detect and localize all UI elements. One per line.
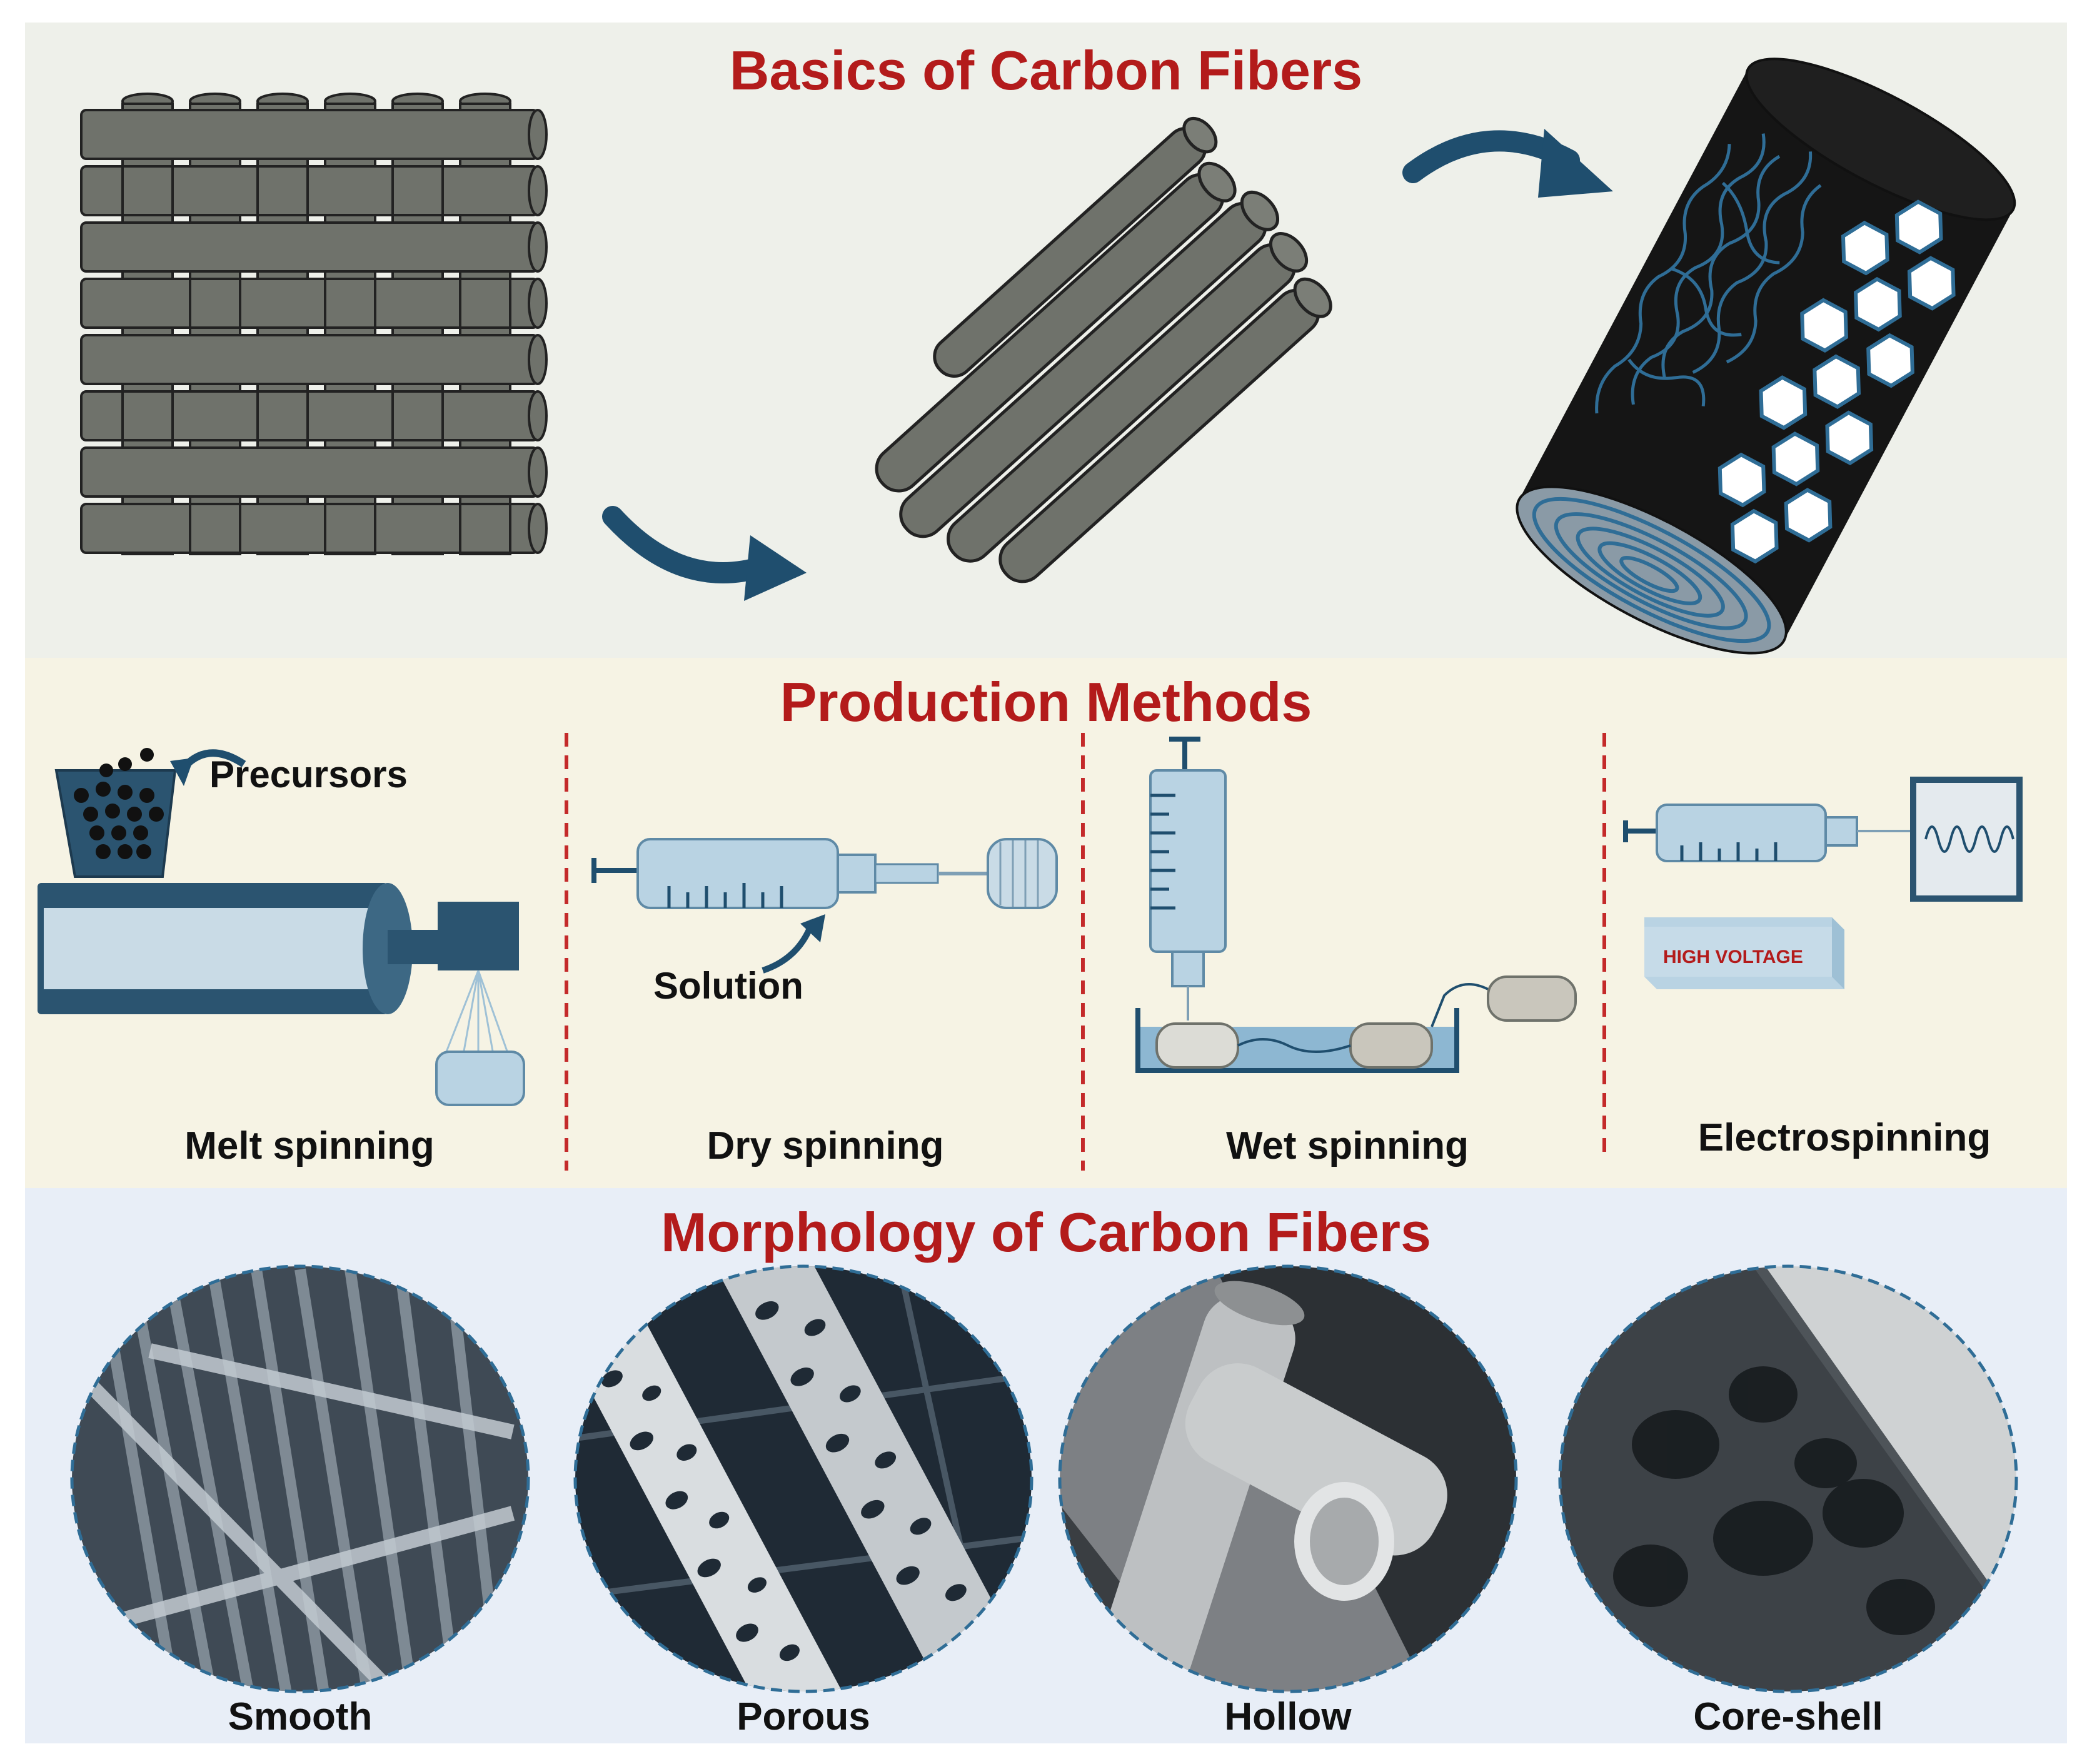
smooth-micrograph	[72, 1266, 528, 1691]
basics-title: Basics of Carbon Fibers	[729, 39, 1363, 101]
morph-label-core-shell: Core-shell	[1693, 1695, 1883, 1738]
high-voltage-label: HIGH VOLTAGE	[1663, 947, 1803, 967]
morph-label-hollow: Hollow	[1224, 1695, 1352, 1738]
method-label-melt: Melt spinning	[184, 1124, 435, 1167]
precursors-label: Precursors	[209, 753, 408, 795]
production-panel: Production Methods	[25, 658, 2067, 1188]
hollow-micrograph	[1060, 1266, 1516, 1691]
core-shell-micrograph	[1560, 1266, 2016, 1691]
divider-lines	[565, 733, 1606, 1171]
morphology-micrographs	[70, 1264, 2018, 1693]
carbon-fiber-structure-illustration	[1516, 58, 2016, 655]
electrospinning-apparatus	[1623, 777, 2023, 989]
method-label-wet: Wet spinning	[1225, 1124, 1469, 1167]
method-label-electro: Electrospinning	[1697, 1116, 1991, 1159]
process-arrow-2	[1402, 129, 1613, 198]
morphology-panel: Morphology of Carbon Fibers	[25, 1188, 2067, 1743]
production-title: Production Methods	[780, 671, 1312, 733]
morph-label-porous: Porous	[737, 1695, 870, 1738]
porous-micrograph	[575, 1266, 1032, 1691]
morph-label-smooth: Smooth	[228, 1695, 373, 1738]
solution-label: Solution	[653, 965, 803, 1007]
melt-spinning-apparatus	[38, 748, 525, 1106]
morphology-title: Morphology of Carbon Fibers	[661, 1201, 1431, 1263]
method-label-dry: Dry spinning	[707, 1124, 944, 1167]
basics-panel: Basics of Carbon Fibers	[25, 23, 2067, 658]
dry-spinning-apparatus	[591, 838, 1058, 974]
fiber-bundle-illustration	[875, 116, 1332, 583]
wet-spinning-apparatus	[1135, 737, 1577, 1073]
woven-fabric-illustration	[80, 93, 548, 555]
process-arrow-1	[602, 506, 807, 601]
